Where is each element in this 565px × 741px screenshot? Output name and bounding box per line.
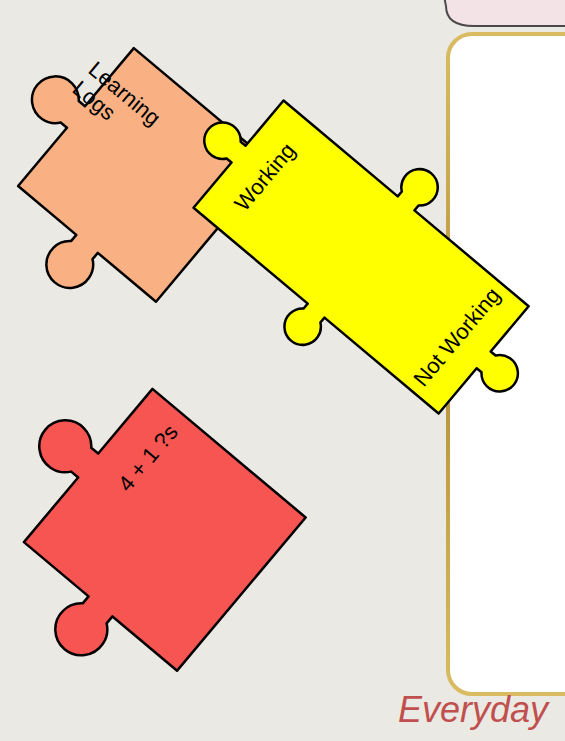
pink-tab bbox=[444, 0, 565, 26]
puzzle-outline bbox=[0, 301, 394, 741]
caption-word: Everyday bbox=[398, 688, 548, 731]
puzzle-outline bbox=[132, 39, 565, 475]
puzzle-piece: WorkingNot Working bbox=[132, 39, 565, 475]
puzzle-piece: 4 + 1 ?s bbox=[0, 301, 394, 741]
puzzle-shape bbox=[138, 45, 565, 468]
puzzle-shape bbox=[0, 353, 306, 714]
